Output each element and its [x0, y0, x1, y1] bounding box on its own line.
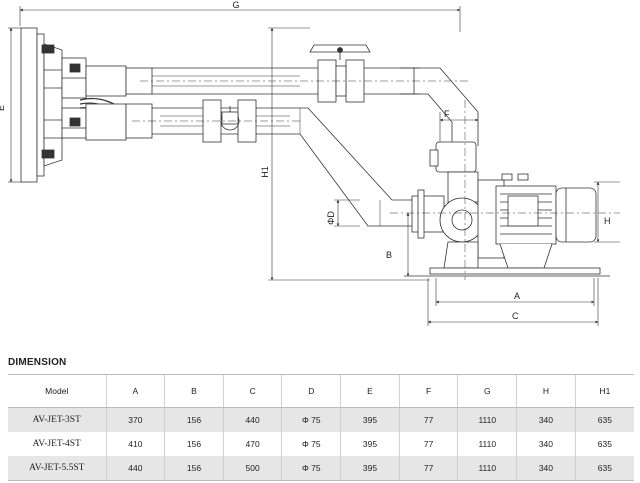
- dimension-label-a: A: [514, 291, 520, 301]
- table-cell: 77: [398, 456, 458, 481]
- table-cell: 395: [340, 432, 400, 456]
- dimension-table-title: DIMENSION: [8, 357, 67, 368]
- pump-housing: [411, 141, 505, 269]
- wall-nozzle-assembly: [20, 27, 153, 183]
- table-cell: 395: [340, 407, 400, 432]
- table-cell: 440: [105, 456, 165, 481]
- column-header-h1: H1: [574, 374, 634, 408]
- table-cell: 500: [222, 456, 282, 481]
- column-header-a: A: [105, 374, 165, 408]
- table-cell: 77: [398, 407, 458, 432]
- table-cell: 410: [105, 432, 165, 456]
- dimension-table-header-row: Model A B C D E F G H H1: [8, 374, 634, 408]
- lower-pipe: [152, 99, 420, 227]
- jet-pump-installation-drawing: G E F H1 ΦD B H A C: [0, 0, 620, 326]
- table-cell: 156: [164, 432, 224, 456]
- table-cell: 340: [516, 432, 576, 456]
- dimension-label-b: B: [386, 250, 392, 260]
- table-cell: 440: [222, 407, 282, 432]
- table-cell: 635: [574, 456, 634, 481]
- table-cell: 340: [516, 456, 576, 481]
- table-cell: 635: [574, 432, 634, 456]
- table-cell-model: AV-JET-5.5ST: [8, 456, 106, 481]
- dimension-label-f: F: [444, 109, 450, 119]
- dimension-label-e: E: [0, 105, 6, 111]
- table-cell-model: AV-JET-3ST: [8, 407, 106, 432]
- column-header-d: D: [281, 374, 341, 408]
- column-header-c: C: [222, 374, 282, 408]
- column-header-f: F: [398, 374, 458, 408]
- table-cell: 156: [164, 407, 224, 432]
- column-header-h: H: [516, 374, 576, 408]
- table-cell: 340: [516, 407, 576, 432]
- table-row: AV-JET-4ST 410 156 470 Φ 75 395 77 1110 …: [8, 432, 634, 456]
- table-cell: 77: [398, 432, 458, 456]
- table-cell-model: AV-JET-4ST: [32, 439, 81, 449]
- table-cell: 1110: [457, 456, 517, 481]
- dimension-label-h1: H1: [260, 166, 270, 178]
- table-cell: 395: [340, 456, 400, 481]
- table-row: AV-JET-5.5ST 440 156 500 Φ 75 395 77 111…: [8, 456, 634, 481]
- dimension-label-c: C: [512, 311, 519, 321]
- column-header-e: E: [340, 374, 400, 408]
- table-cell: 370: [105, 407, 165, 432]
- lower-ball-valve: [202, 99, 257, 143]
- table-row: AV-JET-3ST 370 156 440 Φ 75 395 77 1110 …: [8, 407, 634, 432]
- table-cell: 635: [574, 407, 634, 432]
- table-cell: 156: [164, 456, 224, 481]
- pump-motor: [495, 173, 597, 269]
- table-cell: 470: [222, 432, 282, 456]
- table-cell: 1110: [457, 407, 517, 432]
- table-cell: Φ 75: [281, 432, 341, 456]
- table-cell: Φ 75: [281, 456, 341, 481]
- dimension-label-g: G: [232, 0, 239, 10]
- pump-base: [404, 267, 610, 277]
- dimension-label-phi-d: ΦD: [326, 211, 336, 225]
- table-cell: Φ 75: [281, 407, 341, 432]
- table-cell: 1110: [457, 432, 517, 456]
- upper-ball-valve: [309, 44, 371, 103]
- upper-pipe: [152, 44, 479, 146]
- dimension-label-h: H: [604, 216, 611, 226]
- column-header-model: Model: [8, 374, 106, 408]
- dimension-table: Model A B C D E F G H H1 AV-JET-3ST 370 …: [8, 374, 634, 481]
- column-header-b: B: [164, 374, 224, 408]
- column-header-g: G: [457, 374, 517, 408]
